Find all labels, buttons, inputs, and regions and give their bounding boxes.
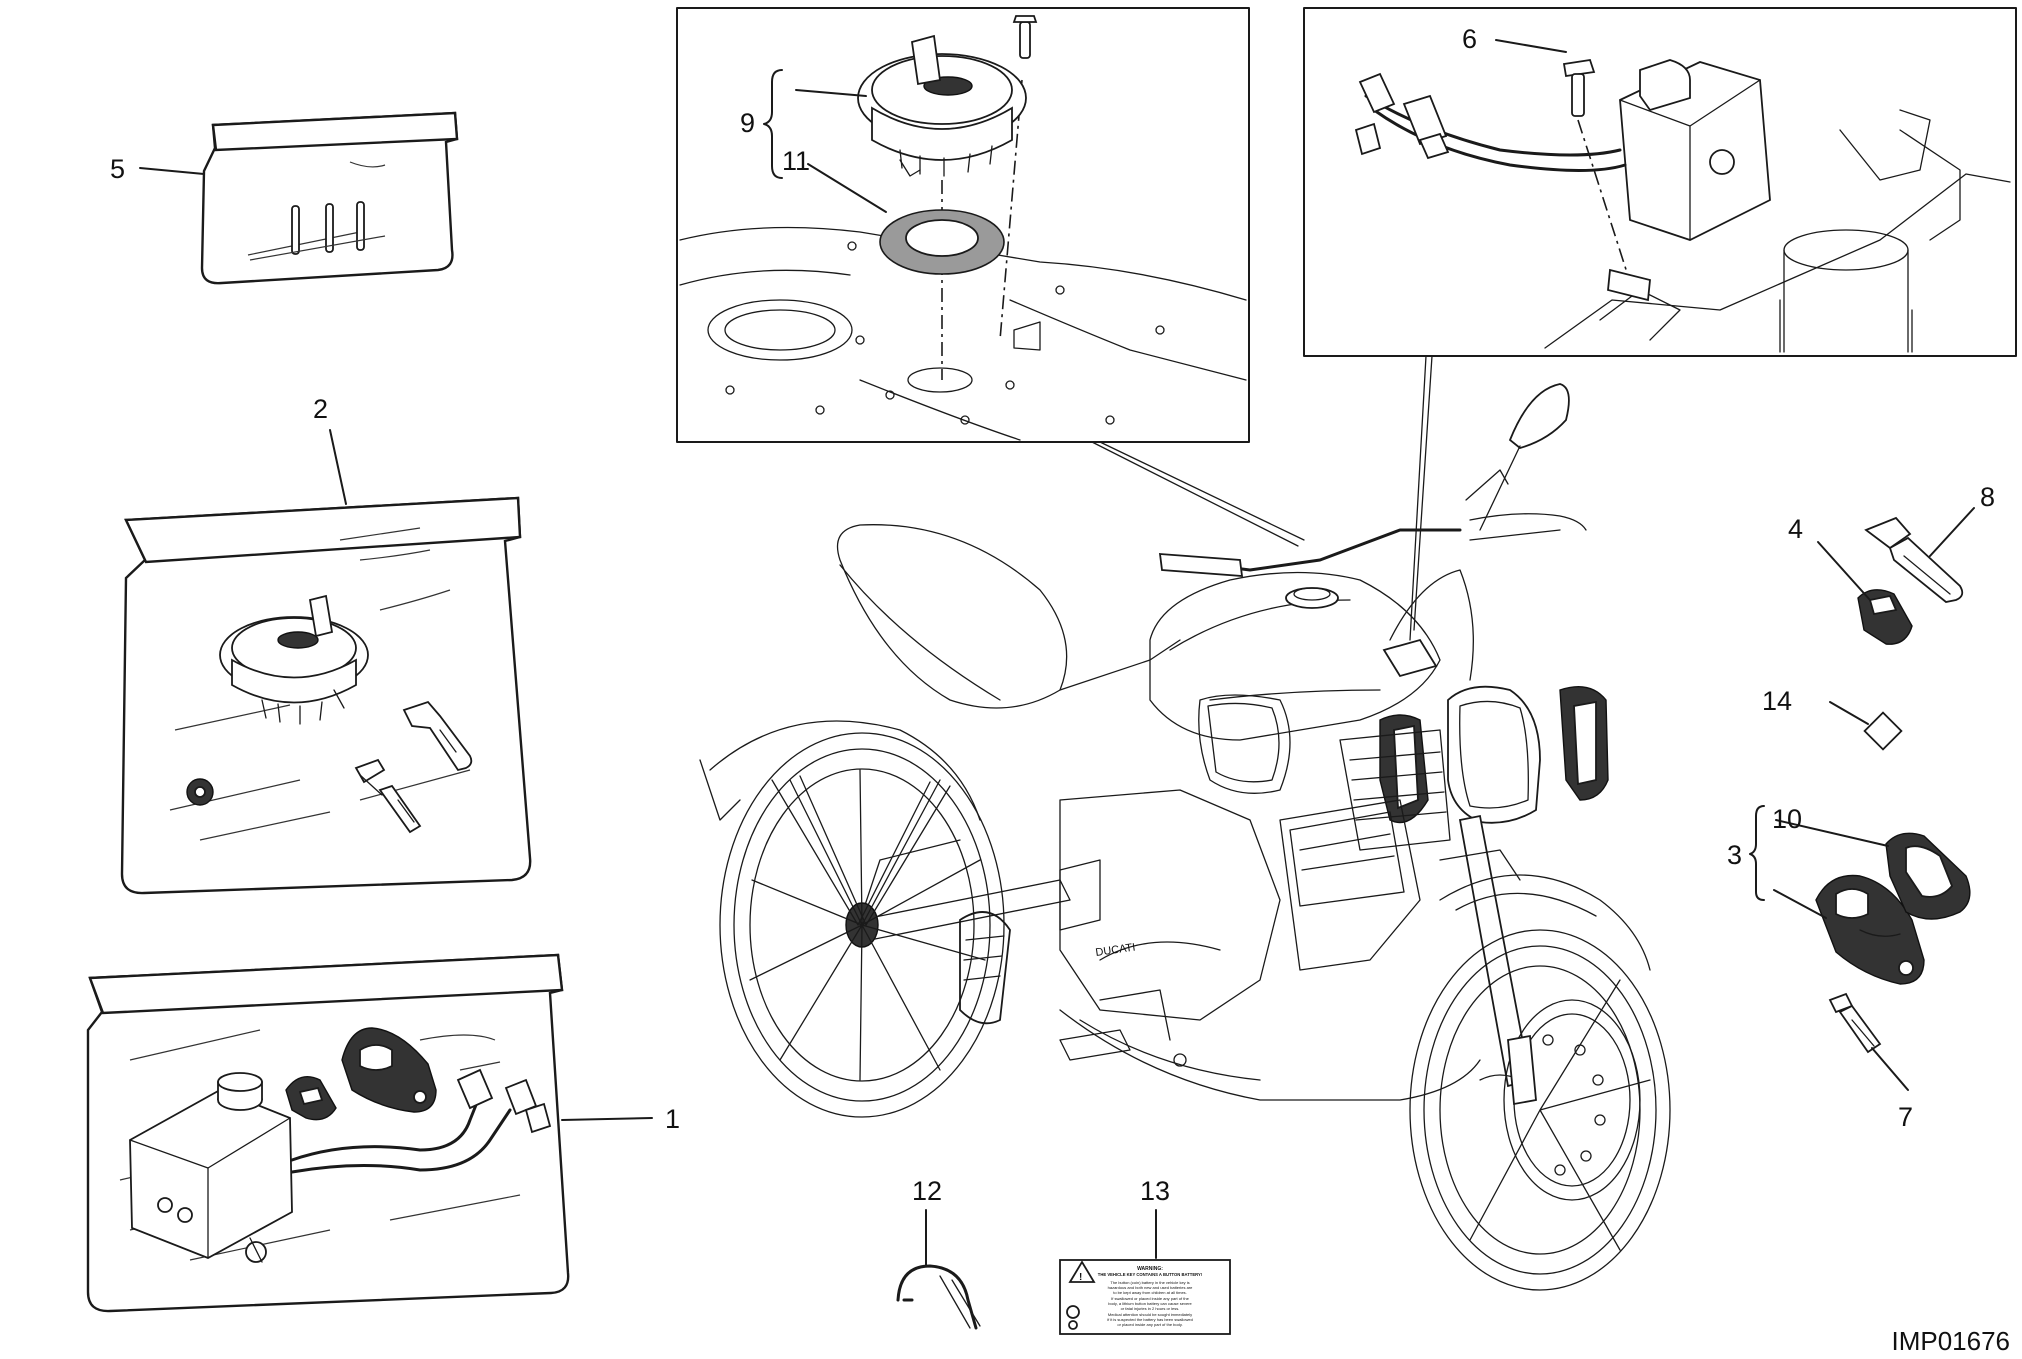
svg-text:!: !: [1079, 1272, 1082, 1283]
item-4-key-head: [1857, 589, 1913, 645]
drawing-code: IMP01676: [1891, 1326, 2010, 1356]
warning-line: hazardous and both new and used batterie…: [1108, 1285, 1194, 1290]
ignition-switch-inset: [1303, 7, 2017, 641]
fuel-filler-inset: [676, 7, 1305, 547]
callout-11: 11: [782, 146, 810, 176]
callout-3: 3: [1727, 840, 1742, 870]
callout-6: 6: [1462, 24, 1477, 54]
callout-13: 13: [1140, 1176, 1170, 1206]
warning-line: The button (coin) battery in the vehicle…: [1110, 1280, 1189, 1285]
callout-9: 9: [740, 108, 755, 138]
callout-12: 12: [912, 1176, 942, 1206]
warning-line: If swallowed or placed inside any part o…: [1111, 1296, 1189, 1301]
callout-labels: 5 2 1 9 11 6 8 4 14 3 10 7 12 13: [110, 24, 1995, 1206]
item-2-bag: [120, 496, 532, 895]
callout-7: 7: [1898, 1102, 1913, 1132]
item-14-tag: [1863, 711, 1903, 751]
item-12-clamp: [896, 1264, 981, 1330]
item-10-fob-cover: [1885, 832, 1971, 920]
item-7-small-key: [1828, 992, 1882, 1054]
callout-2: 2: [313, 394, 328, 424]
warning-title: WARNING:: [1137, 1266, 1163, 1272]
item-3-key-fob: [1815, 874, 1925, 985]
callout-14: 14: [1762, 686, 1792, 716]
item-13-warning-label: ! WARNING: THE VEHICLE KEY CONTAINS A BU…: [1059, 1259, 1231, 1335]
callout-5: 5: [110, 154, 125, 184]
callout-4: 4: [1788, 514, 1803, 544]
brand-mark: DUCATI: [1095, 942, 1136, 959]
warning-line: if it is suspected the battery has been …: [1107, 1317, 1193, 1322]
item-1-bag: [86, 953, 570, 1313]
warning-line: body, a lithium button battery can cause…: [1108, 1301, 1192, 1306]
callout-10: 10: [1772, 804, 1802, 834]
warning-line: or placed inside any part of the body.: [1117, 1322, 1182, 1327]
callout-1: 1: [665, 1104, 680, 1134]
motorcycle: DUCATI: [699, 383, 1671, 1291]
warning-line: or fatal injuries in 2 hours or less.: [1121, 1306, 1180, 1311]
warning-line: to be kept away from children at all tim…: [1113, 1290, 1187, 1295]
warning-subtitle: THE VEHICLE KEY CONTAINS A BUTTON BATTER…: [1098, 1272, 1202, 1277]
callout-8: 8: [1980, 482, 1995, 512]
leader-lines: [139, 39, 1975, 1267]
warning-line: Medical attention should be sought immed…: [1108, 1312, 1192, 1317]
item-8-key-blank: [1864, 516, 1964, 603]
item-5-bag: [200, 111, 459, 285]
